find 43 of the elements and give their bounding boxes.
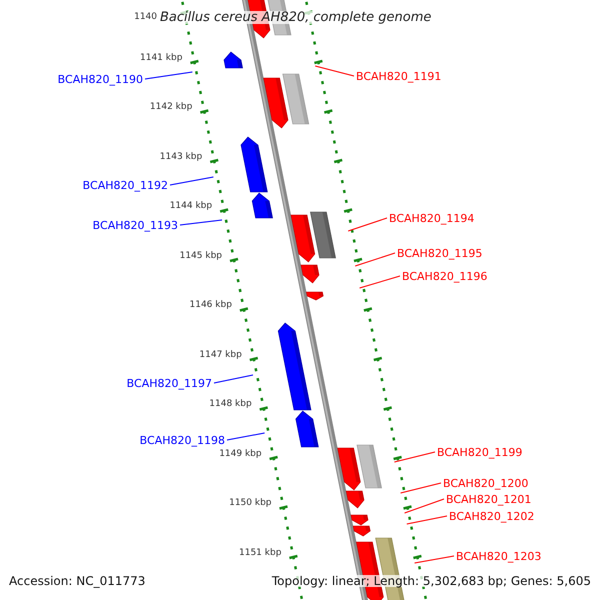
axis-tick-label: 1144 kbp	[170, 202, 212, 211]
gene-label: BCAH820_1203	[456, 550, 542, 562]
axis-tick-label: 1141 kbp	[140, 54, 182, 62]
gene-label: BCAH820_1196	[402, 270, 488, 282]
leader-line	[354, 252, 396, 266]
leader-line	[314, 66, 354, 76]
axis-tick-label: 1148 kbp	[209, 400, 252, 409]
gene-label: BCAH820_1193	[92, 220, 178, 230]
axis-tick-label: 1146 kbp	[190, 301, 232, 310]
gene-label: BCAH820_1190	[58, 74, 143, 84]
gene-label: BCAH820_1191	[356, 70, 442, 82]
gene-label: BCAH820_1197	[126, 378, 212, 388]
gene-label: BCAH820_1202	[449, 510, 534, 522]
axis-tick-label: 1147 kbp	[199, 350, 242, 360]
gene-label: BCAH820_1192	[82, 180, 168, 190]
axis-tick-label: 1143 kbp	[160, 152, 202, 162]
gene-label: BCAH820_1194	[389, 212, 474, 224]
leader-line	[394, 452, 436, 462]
leader-line	[144, 72, 193, 80]
axis-tick-label: 1140	[134, 12, 157, 22]
gene-label: BCAH820_1201	[446, 494, 532, 504]
gene-label: BCAH820_1195	[397, 248, 482, 258]
leader-line	[404, 498, 444, 514]
leader-line	[406, 516, 448, 524]
leader-line	[226, 432, 266, 440]
axis-tick-label: 1151 kbp	[239, 548, 282, 558]
gene-label: BCAH820_1200	[443, 478, 528, 488]
axis-tick-label: 1150 kbp	[229, 499, 272, 508]
leader-line	[359, 276, 400, 288]
leader-line	[214, 374, 254, 384]
title: Bacillus cereus AH820, complete genome	[160, 10, 432, 24]
gene-label: BCAH820_1198	[140, 434, 225, 446]
leader-line	[400, 482, 442, 494]
leader-line	[414, 556, 454, 564]
leader-line	[180, 220, 222, 226]
gene-label: BCAH820_1199	[437, 446, 522, 458]
axis-tick-label: 1149 kbp	[219, 450, 262, 458]
genome-stats-text: Topology: linear; Length: 5,302,683 bp; Genes: 5,605	[272, 575, 591, 587]
axis-tick-label: 1142 kbp	[150, 103, 192, 112]
leader-line	[170, 176, 214, 186]
axis-tick-label: 1145 kbp	[180, 252, 222, 260]
accession-text: Accession: NC_011773	[9, 575, 146, 587]
leader-line	[348, 218, 388, 232]
